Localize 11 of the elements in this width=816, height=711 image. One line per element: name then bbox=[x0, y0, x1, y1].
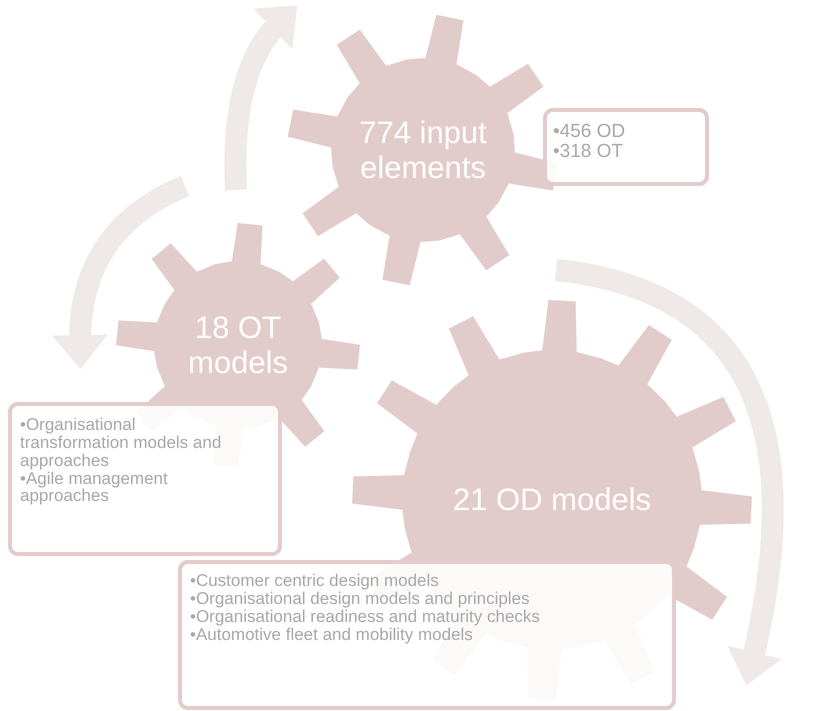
text-box bbox=[8, 402, 282, 556]
bullet-item: •Agile management approaches bbox=[20, 470, 169, 506]
bullet-item: •Organisational readiness and maturity checks bbox=[190, 608, 541, 626]
text-box bbox=[543, 108, 709, 186]
bullet-item: •Organisational design models and principles bbox=[190, 590, 531, 608]
bullet-item: •456 OD bbox=[553, 122, 626, 142]
text-box bbox=[178, 560, 676, 710]
bullet-item: •Organisational transformation models and approaches bbox=[20, 416, 222, 470]
bullet-item: •Customer centric design models bbox=[190, 572, 440, 590]
bullet-item: •318 OT bbox=[553, 142, 624, 162]
bullet-item: •Automotive fleet and mobility models bbox=[190, 626, 473, 644]
